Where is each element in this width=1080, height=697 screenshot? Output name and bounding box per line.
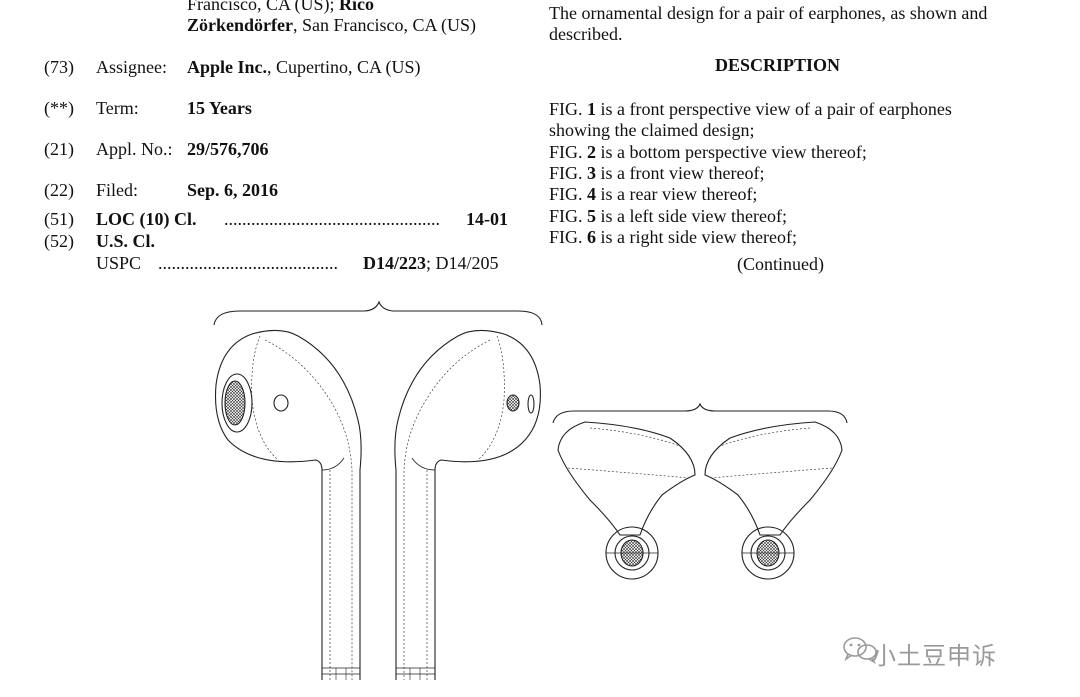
field-code-term: (**) [44,98,74,118]
field-value-loc: 14-01 [466,209,508,229]
right-earbud-front [394,329,541,680]
fig-line-2: FIG. 2 is a bottom perspective view ther… [549,142,867,162]
field-dots-loc: ........................................… [224,209,440,229]
field-value-appl: 29/576,706 [187,139,269,159]
field-value-filed: Sep. 6, 2016 [187,180,279,200]
left-earbud-front [214,329,362,680]
claim-line-1: The ornamental design for a pair of earp… [549,3,988,23]
continued-note: (Continued) [737,254,824,274]
inventor-line-1: Francisco, CA (US); Rico [187,0,374,14]
fig-line-1-cont: showing the claimed design; [549,120,755,140]
wechat-icon [843,637,877,664]
field-dots-uspc: ........................................ [158,253,338,273]
field-code-filed: (22) [44,180,74,200]
fig-line-6: FIG. 6 is a right side view thereof; [549,227,797,247]
claim-line-2: described. [549,24,623,44]
fig-line-3: FIG. 3 is a front view thereof; [549,163,765,183]
field-label-uscl: U.S. Cl. [96,231,156,251]
field-code-assignee: (73) [44,57,74,77]
field-value-assignee: Apple Inc., Cupertino, CA (US) [187,57,421,77]
field-label-loc: LOC (10) Cl. [96,209,197,229]
field-code-uscl: (52) [44,231,74,251]
field-label-assignee: Assignee: [96,57,167,77]
field-label-uspc: USPC [96,253,142,273]
bottom-view-bracket [552,402,848,424]
field-value-uspc: D14/223; D14/205 [363,253,499,273]
field-label-term: Term: [96,98,139,118]
field-label-appl: Appl. No.: [96,139,173,159]
fig-line-5: FIG. 5 is a left side view thereof; [549,206,787,226]
right-earbud-bottom [704,421,843,580]
fig-line-4: FIG. 4 is a rear view thereof; [549,184,758,204]
field-code-appl: (21) [44,139,74,159]
field-value-term: 15 Years [187,98,252,118]
description-heading: DESCRIPTION [715,55,841,75]
left-earbud-bottom [557,421,696,580]
field-label-filed: Filed: [96,180,139,200]
fig-line-1: FIG. 1 is a front perspective view of a … [549,99,952,119]
watermark-text: 小土豆申诉 [872,642,997,670]
inventor-line-2: Zörkendörfer, San Francisco, CA (US) [187,15,476,35]
front-view-bracket [213,300,543,326]
field-code-loc: (51) [44,209,74,229]
